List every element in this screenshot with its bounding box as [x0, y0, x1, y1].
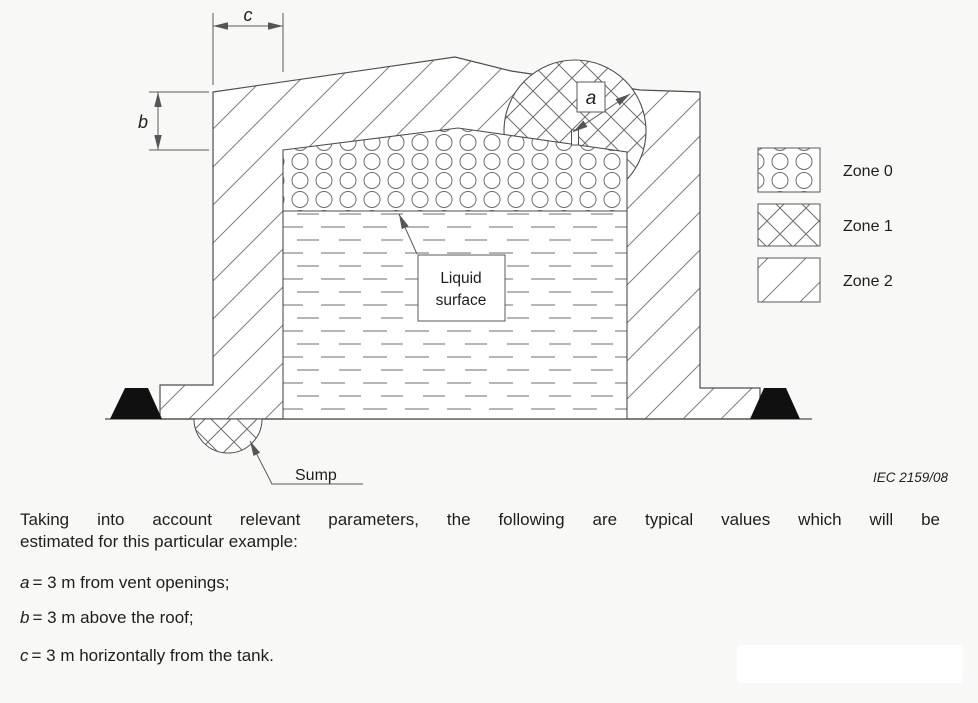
- legend: Zone 0 Zone 1 Zone 2: [757, 147, 893, 303]
- value-line-b: b= 3 m above the roof;: [20, 608, 194, 628]
- scan-light-patch: [737, 645, 963, 683]
- caption-line1: Taking into account relevant parameters,…: [20, 510, 940, 529]
- dim-a-arrow: [572, 93, 631, 133]
- anchor-block-right: [750, 388, 800, 419]
- anchor-block-left: [110, 388, 162, 419]
- dim-a-box: [576, 81, 606, 113]
- dim-c-label: c: [244, 5, 253, 25]
- value-a-text: = 3 m from vent openings;: [32, 573, 230, 592]
- value-line-c: c= 3 m horizontally from the tank.: [20, 646, 274, 666]
- iec-reference: IEC 2159/08: [873, 470, 949, 485]
- tank-zone-diagram: c b a Liquid surface Sump IEC 2159/08 Zo: [105, 5, 949, 485]
- liquid-surface-box: [417, 254, 506, 322]
- liquid-surface-label-line1: Liquid: [440, 270, 481, 287]
- dim-b-label: b: [138, 112, 148, 132]
- legend-zone0-label: Zone 0: [843, 163, 893, 180]
- value-b-var: b: [20, 608, 30, 627]
- caption-line2: estimated for this particular example:: [20, 532, 298, 551]
- liquid-surface-label-line2: surface: [436, 292, 487, 309]
- dimension-c: [212, 13, 284, 85]
- value-line-a: a= 3 m from vent openings;: [20, 573, 230, 593]
- vent-opening: [571, 129, 579, 146]
- liquid-surface-leader: [398, 213, 418, 255]
- dim-a-label: a: [586, 88, 597, 109]
- value-a-var: a: [20, 573, 30, 592]
- zone0-region: [282, 127, 628, 212]
- legend-zone0-swatch: [757, 147, 821, 193]
- sump-label: Sump: [295, 467, 337, 484]
- legend-zone2-swatch: [757, 257, 821, 303]
- dimension-b: [149, 91, 209, 151]
- sump-semicircle: [193, 418, 263, 454]
- value-c-var: c: [20, 646, 29, 665]
- legend-zone2-label: Zone 2: [843, 273, 893, 290]
- value-b-text: = 3 m above the roof;: [32, 608, 194, 627]
- legend-zone1-swatch: [757, 203, 821, 247]
- value-c-text: = 3 m horizontally from the tank.: [31, 646, 274, 665]
- legend-zone1-label: Zone 1: [843, 218, 893, 235]
- sump-leader: [249, 440, 363, 485]
